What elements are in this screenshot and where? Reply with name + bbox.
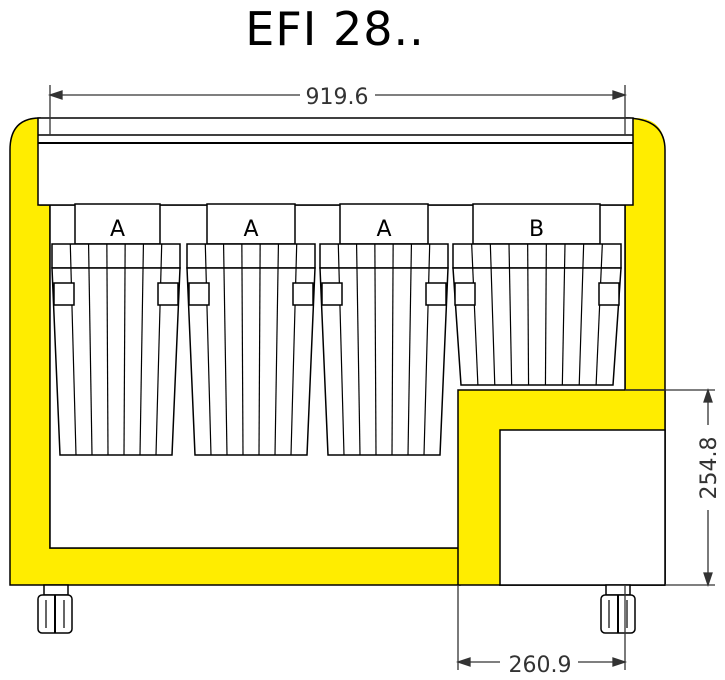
basket-rim [319,243,449,269]
basket-wire [471,243,479,386]
basket-handle [321,282,343,306]
basket-body [319,267,449,456]
basket-handle [425,282,447,306]
basket-wire [69,243,77,456]
basket: B [452,203,622,386]
basket-wire [489,243,496,386]
basket-label-tab [206,203,296,245]
dimension-total-width [47,85,628,135]
basket-wire [106,243,109,456]
basket-handle [53,282,75,306]
basket-label-tab [472,203,601,245]
dimension-step-width [455,585,628,670]
basket-wire [222,243,228,456]
wheel-left [37,584,73,634]
basket: A [186,203,316,456]
wheel-right [600,584,636,634]
basket-label: A [110,217,125,242]
basket-wire [241,243,244,456]
basket-handle [454,282,476,306]
basket-body [186,267,316,456]
basket-wire [391,243,394,456]
basket-wire [123,243,126,456]
basket-label-tab [74,203,161,245]
model-title: EFI 28.. [245,2,425,56]
basket: A [319,203,449,456]
basket-handle [292,282,314,306]
basket-wire [595,243,603,386]
basket-wire [578,243,585,386]
basket-body [452,267,622,386]
basket-wire [204,243,212,456]
basket-wire [87,243,93,456]
basket-wire [374,243,377,456]
basket-wire [274,243,280,456]
basket-wire [544,243,547,386]
basket-wire [337,243,345,456]
lid [37,117,634,206]
basket-wire [155,243,163,456]
basket-body [51,267,181,456]
dimension-step-height-label: 254.8 [697,437,722,500]
basket-handle [598,282,620,306]
basket-wire [527,243,530,386]
basket-handle [157,282,179,306]
basket-label: A [243,217,258,242]
basket-wire [258,243,261,456]
basket-wire [423,243,431,456]
basket-rim [186,243,316,269]
basket-wire [139,243,145,456]
basket-wire [355,243,361,456]
compressor-step-inner [499,429,666,586]
dimension-step-width-label: 260.9 [509,653,572,678]
basket-wire [407,243,413,456]
basket-handle [188,282,210,306]
basket-label-tab [339,203,429,245]
basket-label: B [529,217,544,242]
basket-wire [561,243,566,386]
basket-label: A [376,217,391,242]
dimension-step-height [625,387,715,588]
basket-wire [290,243,298,456]
basket-rim [452,243,622,269]
basket-wire [508,243,513,386]
basket-rim [51,243,181,269]
basket: A [51,203,181,456]
dimension-total-width-label: 919.6 [306,85,369,110]
